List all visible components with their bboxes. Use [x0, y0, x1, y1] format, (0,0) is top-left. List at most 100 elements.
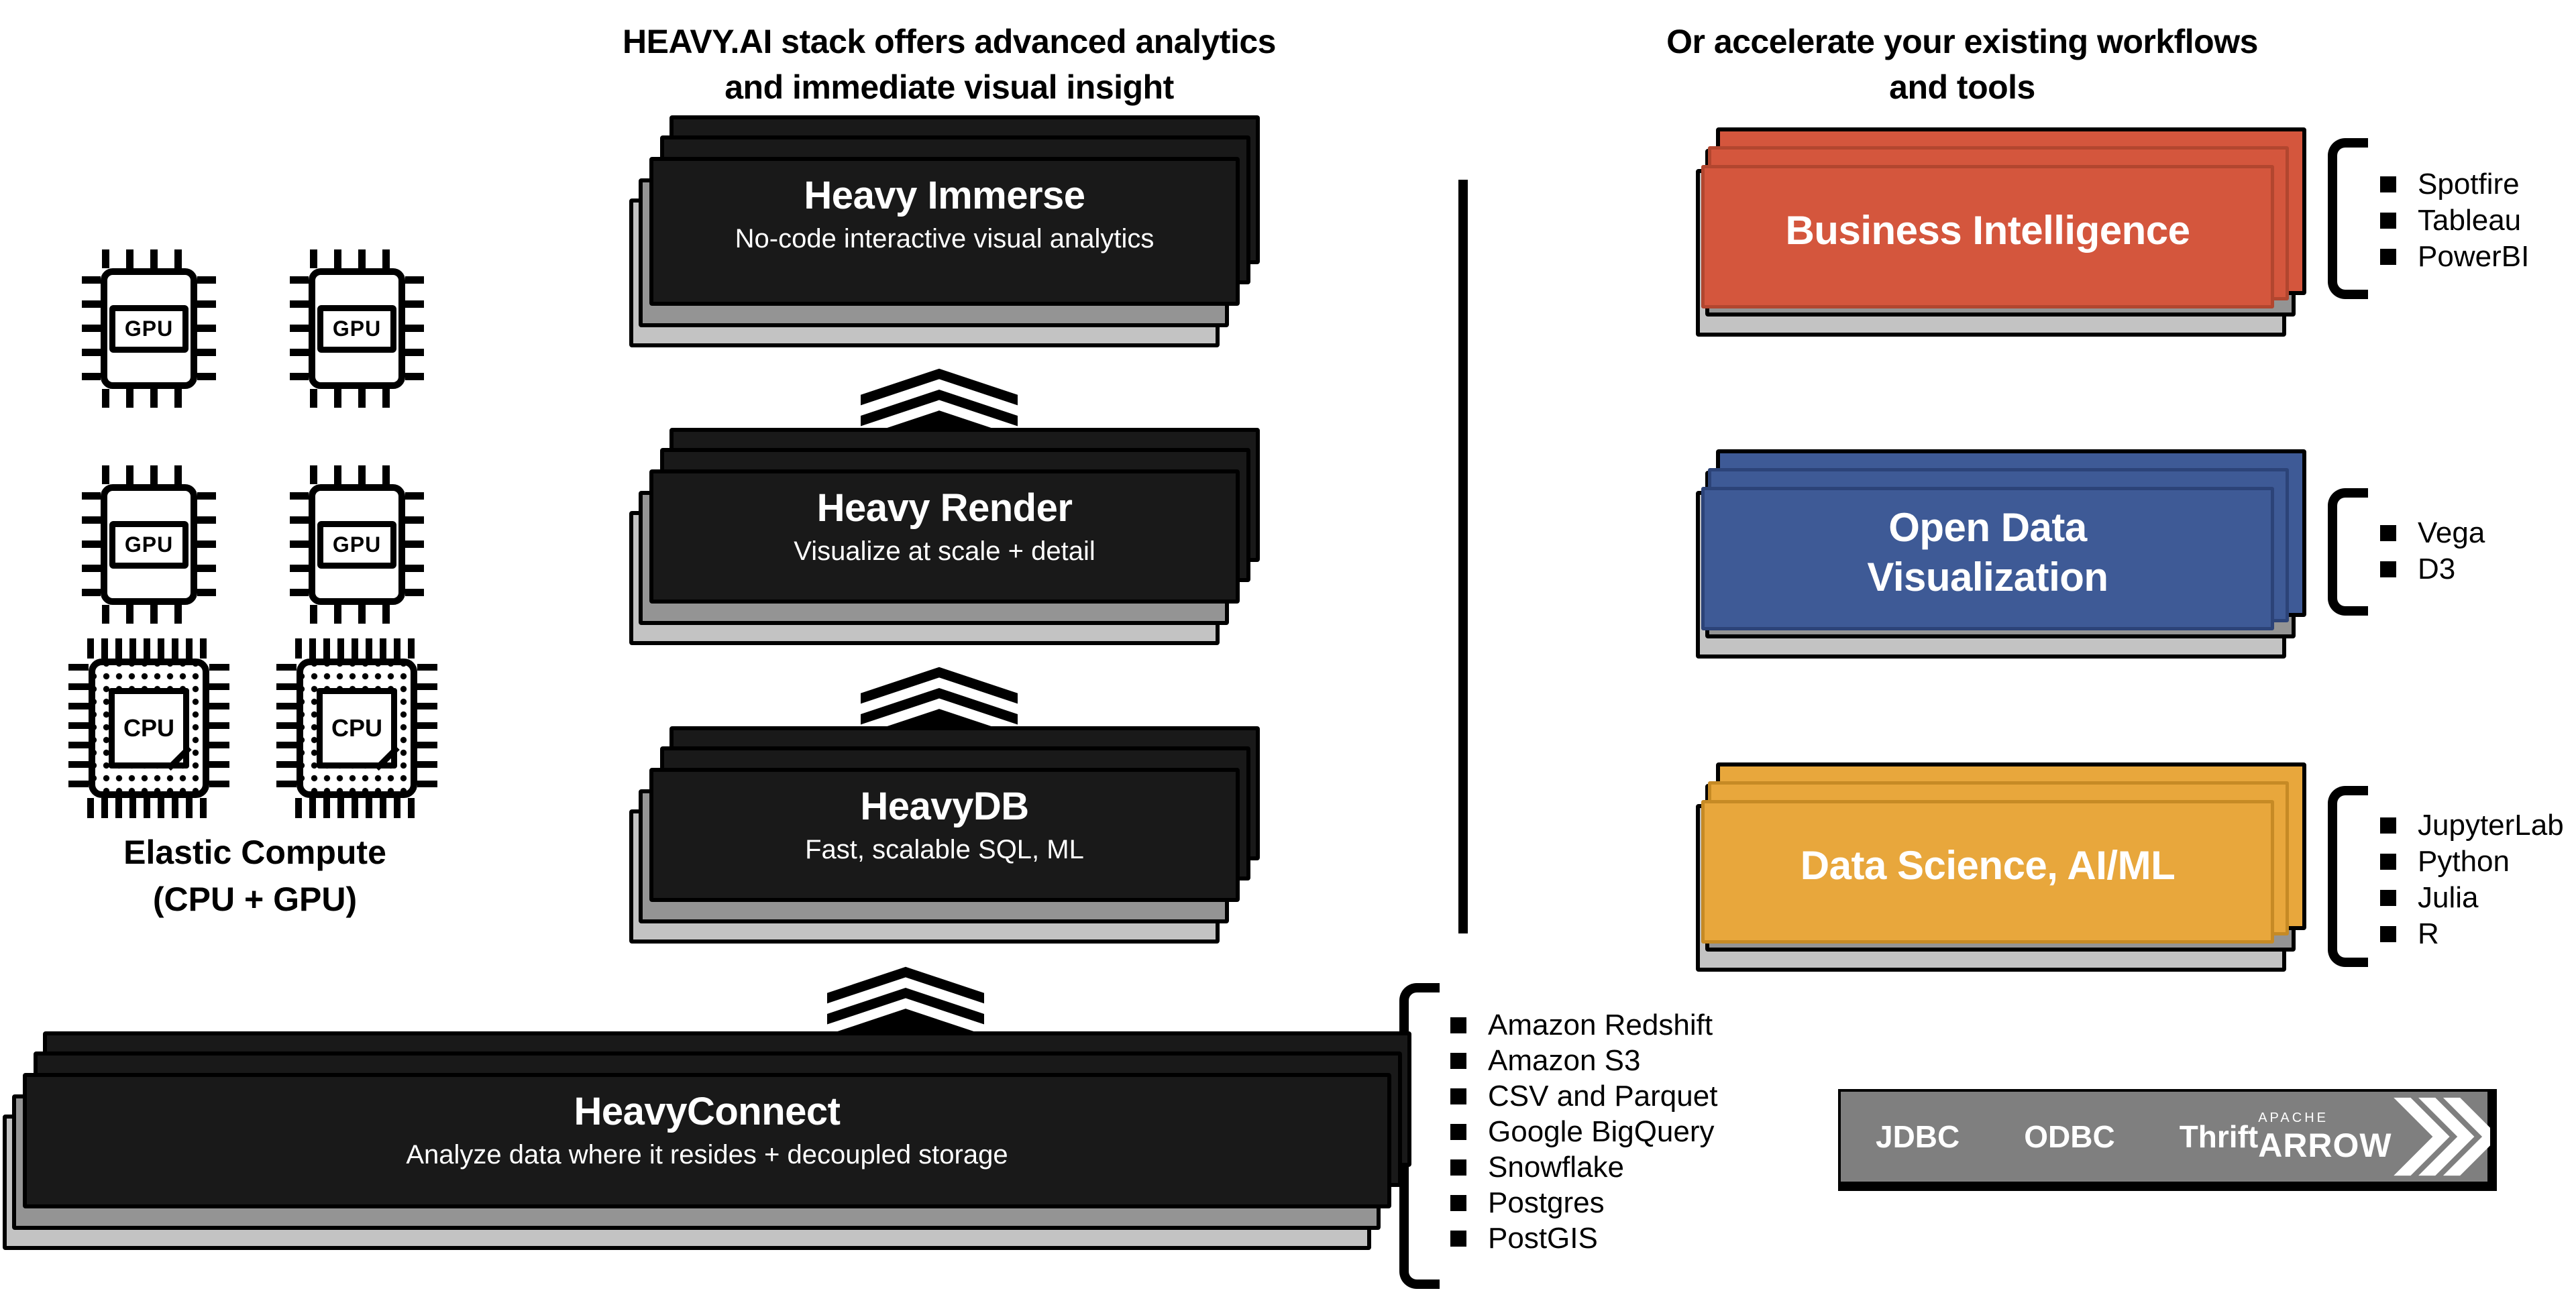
card-open-data-visualization: Open Data Visualization [1696, 449, 2306, 659]
tool-label: Python [2418, 845, 2510, 878]
bullet-icon [2380, 213, 2396, 229]
chip-pins-top [295, 638, 419, 659]
bullet-icon [1450, 1017, 1466, 1033]
tool-label: Spotfire [2418, 168, 2520, 201]
bullet-icon [1450, 1123, 1466, 1140]
data-source-label: Google BigQuery [1488, 1115, 1715, 1148]
card-title-line1: Open Data [1888, 505, 2087, 550]
chip-pins-left [82, 492, 101, 597]
protocol-label: Thrift [2179, 1119, 2259, 1154]
gpu-chip-icon: GPU [82, 249, 216, 408]
chip-pins-bottom [102, 389, 196, 408]
elastic-compute-label: Elastic Compute (CPU + GPU) [27, 829, 483, 923]
bullet-icon [1450, 1052, 1466, 1069]
chip-pins-right [197, 276, 216, 381]
card-business-intelligence: Business Intelligence [1696, 127, 2306, 337]
data-source-item: Google BigQuery [1450, 1114, 1717, 1149]
chip-pins-right [405, 492, 424, 597]
data-source-item: Amazon Redshift [1450, 1007, 1717, 1043]
elastic-compute-line1: Elastic Compute [123, 834, 386, 871]
tool-item: Python [2380, 844, 2564, 880]
card-title: Heavy Immerse [804, 174, 1085, 217]
cpu-chip-icon: CPU [276, 638, 437, 818]
stack-card-heavydb: HeavyDB Fast, scalable SQL, ML [629, 726, 1260, 944]
chip-pins-left [82, 276, 101, 381]
bracket-icon [2328, 786, 2368, 967]
chip-label: GPU [317, 304, 397, 353]
tool-label: R [2418, 917, 2439, 950]
data-source-label: CSV and Parquet [1488, 1079, 1718, 1113]
card-title: HeavyDB [860, 785, 1029, 828]
chip-pins-bottom [87, 798, 211, 818]
card-title-line1: Business Intelligence [1785, 208, 2190, 253]
chip-core: GPU [101, 268, 197, 389]
bullet-icon [1450, 1230, 1466, 1247]
chip-pins-top [87, 638, 211, 659]
elastic-compute-line2: (CPU + GPU) [152, 880, 358, 918]
card-title: Open Data Visualization [1867, 503, 2108, 602]
data-source-item: PostGIS [1450, 1220, 1717, 1256]
tool-item: Spotfire [2380, 166, 2529, 203]
stack-card-heavyconnect: HeavyConnect Analyze data where it resid… [3, 1031, 1411, 1250]
card-title-line2: Visualization [1867, 555, 2108, 600]
chip-pins-right [209, 664, 229, 793]
left-title-line1: HEAVY.AI stack offers advanced analytics [623, 23, 1276, 60]
data-source-label: Snowflake [1488, 1150, 1625, 1184]
bullet-icon [2380, 176, 2396, 192]
chip-pins-bottom [310, 605, 404, 624]
tool-label: Vega [2418, 516, 2485, 549]
gpu-chip-icon: GPU [290, 249, 424, 408]
data-source-label: Amazon Redshift [1488, 1008, 1713, 1041]
bullet-icon [2380, 561, 2396, 577]
bullet-icon [2380, 854, 2396, 870]
data-source-item: Amazon S3 [1450, 1043, 1717, 1078]
stack-card-heavy-immerse: Heavy Immerse No-code interactive visual… [629, 115, 1260, 347]
card-face: HeavyConnect Analyze data where it resid… [23, 1073, 1391, 1208]
card-title: HeavyConnect [574, 1090, 841, 1133]
right-title-line1: Or accelerate your existing workflows [1666, 23, 2258, 60]
card-data-science: Data Science, AI/ML [1696, 762, 2306, 972]
chip-pins-left [290, 276, 309, 381]
chip-pins-left [276, 664, 297, 793]
chip-pins-top [310, 465, 404, 484]
left-title: HEAVY.AI stack offers advanced analytics… [547, 19, 1352, 110]
cpu-chip-icon: CPU [68, 638, 229, 818]
bullet-icon [2380, 817, 2396, 834]
card-title: Business Intelligence [1785, 206, 2190, 255]
stack-card-heavy-render: Heavy Render Visualize at scale + detail [629, 428, 1260, 645]
chip-core: CPU [89, 659, 209, 798]
card-face: Business Intelligence [1701, 165, 2274, 308]
chip-label: GPU [109, 304, 189, 353]
card-title: Data Science, AI/ML [1801, 841, 2176, 891]
arrow-label: ARROW [2258, 1127, 2392, 1164]
apache-label: APACHE [2258, 1111, 2328, 1125]
chip-label: CPU [109, 688, 189, 769]
tool-label: Tableau [2418, 204, 2522, 237]
tool-label: JupyterLab [2418, 809, 2564, 842]
apache-arrow-text: APACHE ARROW [2258, 1111, 2392, 1162]
chip-core: GPU [309, 268, 405, 389]
gpu-chip-icon: GPU [82, 465, 216, 624]
chip-pins-left [68, 664, 89, 793]
data-source-label: Amazon S3 [1488, 1043, 1641, 1077]
card-subtitle: No-code interactive visual analytics [735, 224, 1155, 253]
chip-pins-left [290, 492, 309, 597]
gpu-chip-icon: GPU [290, 465, 424, 624]
chip-label: CPU [317, 688, 397, 769]
chip-label: GPU [109, 520, 189, 569]
tool-item: Julia [2380, 880, 2564, 916]
tool-label: Julia [2418, 881, 2479, 914]
bracket-icon [2328, 488, 2368, 616]
data-source-label: Postgres [1488, 1186, 1605, 1219]
tool-label: D3 [2418, 553, 2456, 585]
bullet-icon [2380, 926, 2396, 942]
card-title: Heavy Render [816, 486, 1073, 530]
apache-arrow-logo: APACHE ARROW [2258, 1094, 2490, 1179]
left-title-line2: and immediate visual insight [724, 68, 1174, 106]
chip-core: CPU [297, 659, 417, 798]
